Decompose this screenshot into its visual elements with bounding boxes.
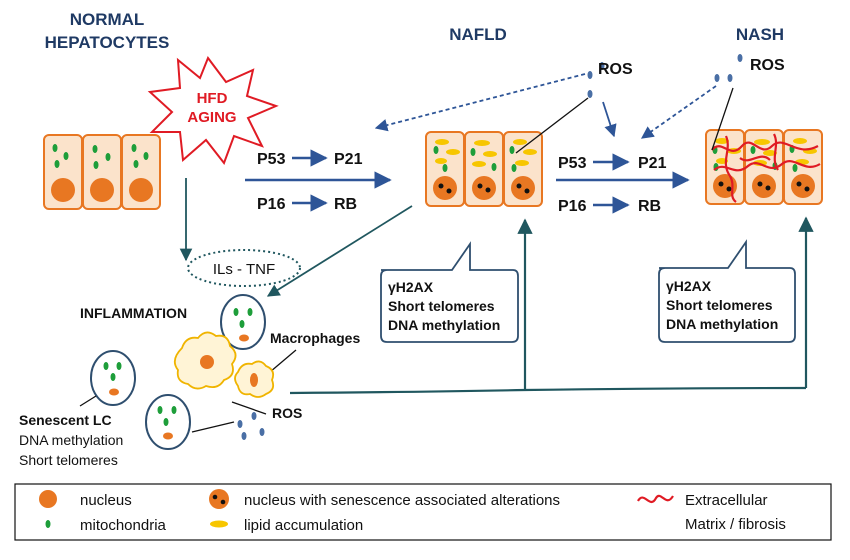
nucleus-icon — [39, 490, 57, 508]
p53-label: P53 — [558, 155, 587, 172]
mitochondria-icon — [45, 520, 51, 528]
cytokines-bubble: ILs - TNF — [187, 249, 301, 287]
legend-lipid: lipid accumulation — [244, 517, 363, 534]
p16-label: P16 — [558, 198, 587, 215]
burst-hfd-label: HFD — [197, 90, 228, 107]
p21-label: P21 — [638, 155, 667, 172]
legend-ecm-line1: Extracellular — [685, 492, 768, 509]
legend-senescent-nucleus: nucleus with senescence associated alter… — [244, 492, 560, 509]
teal-connectors — [179, 178, 814, 395]
macrophages-label: Macrophages — [270, 330, 360, 346]
svg-text:HEPATOCYTES: HEPATOCYTES — [45, 33, 170, 52]
legend-ecm-line2: Matrix / fibrosis — [685, 516, 786, 533]
rb-label: RB — [638, 198, 661, 215]
burst-aging-label: AGING — [187, 109, 236, 126]
pathway-left: P53 P21 P16 RB — [245, 149, 392, 213]
legend-mitochondria: mitochondria — [80, 517, 167, 534]
ros-nafld: ROS — [374, 61, 633, 154]
callout-nafld: γH2AX Short telomeres DNA methylation — [380, 241, 519, 343]
liver-cell — [220, 294, 266, 350]
nucleus-icon — [51, 178, 75, 202]
rb-label: RB — [334, 196, 357, 213]
callout-nash-line2: Short telomeres — [666, 297, 773, 313]
senescent-lc-text: Senescent LC DNA methylation Short telom… — [19, 412, 123, 468]
macrophage-icon — [234, 360, 275, 398]
callout-nash-line1: γH2AX — [666, 278, 712, 294]
senescent-nucleus-icons — [713, 174, 815, 198]
ros-nash-label: ROS — [750, 57, 785, 74]
p16-label: P16 — [257, 196, 286, 213]
senescent-nucleus-icon — [209, 489, 229, 509]
macrophage-icon — [173, 331, 237, 390]
senescent-lc-line1: DNA methylation — [19, 432, 123, 448]
ros-dashed-arrow — [640, 85, 717, 139]
senescent-nucleus-icons — [433, 176, 535, 200]
ros-dashed-arrow — [374, 73, 586, 132]
pathway-right: P53 P21 P16 RB — [556, 153, 690, 215]
ros-nash: ROS — [640, 54, 785, 151]
callout-nafld-line2: Short telomeres — [388, 298, 495, 314]
callout-nash: γH2AX Short telomeres DNA methylation — [658, 239, 796, 343]
legend-nucleus: nucleus — [80, 492, 132, 509]
svg-text:NORMAL: NORMAL — [70, 10, 145, 29]
ros-inflammation: ROS — [191, 401, 302, 440]
legend: nucleus mitochondria nucleus with senesc… — [14, 483, 832, 541]
p53-label: P53 — [257, 151, 286, 168]
mitochondria-icons — [433, 146, 517, 172]
fibrosis-icon — [637, 494, 674, 504]
lipid-droplets — [435, 139, 537, 167]
ros-nafld-label: ROS — [598, 61, 633, 78]
ros-inflammation-label: ROS — [272, 405, 302, 421]
normal-hepatocytes — [43, 134, 161, 210]
cytokines-label: ILs - TNF — [213, 261, 275, 278]
stage-title-nafld: NAFLD — [449, 25, 507, 44]
callout-nafld-line3: DNA methylation — [388, 317, 500, 333]
stage-title-normal: NORMAL HEPATOCYTES — [45, 10, 170, 52]
hfd-aging-burst: HFD AGING — [147, 55, 279, 166]
senescent-liver-cell — [90, 350, 136, 406]
senescent-lc-title: Senescent LC — [19, 412, 112, 428]
nafld-hepatocytes — [425, 131, 543, 207]
nucleus-icon — [90, 178, 114, 202]
mitochondria-icons — [52, 144, 149, 169]
liver-cell — [145, 394, 191, 450]
inflammation-title: INFLAMMATION — [80, 305, 187, 321]
fibrosis-strands — [711, 133, 821, 203]
callout-nafld-line1: γH2AX — [388, 279, 434, 295]
p21-label: P21 — [334, 151, 363, 168]
stage-title-nash: NASH — [736, 25, 784, 44]
callout-nash-line3: DNA methylation — [666, 316, 778, 332]
nash-hepatocytes — [705, 129, 823, 205]
lipid-icon — [210, 520, 228, 528]
senescent-lc-line2: Short telomeres — [19, 452, 118, 468]
nucleus-icon — [129, 178, 153, 202]
